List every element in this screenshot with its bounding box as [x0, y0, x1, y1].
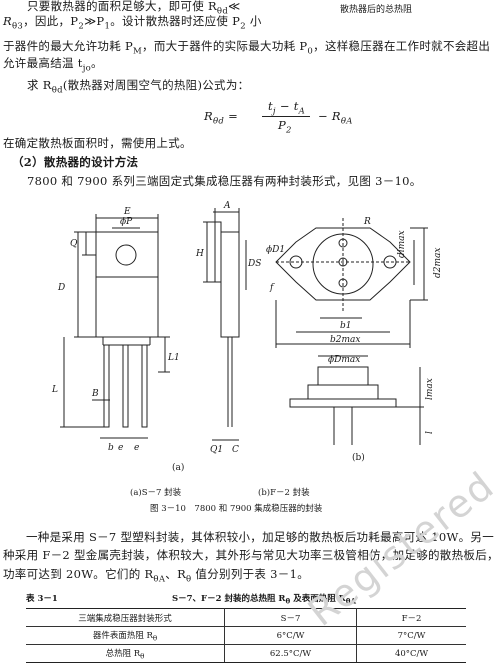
- dim-label: b: [108, 443, 114, 453]
- paragraph-line: 一种是采用 S－7 型塑料封装，其体积较小，加足够的散热板后功耗最高可达 10W…: [26, 530, 495, 544]
- dim-label: e: [118, 443, 123, 453]
- table-row: 总热阻 Rθ 62.5°C/W 40°C/W: [26, 644, 466, 663]
- can-side-mid: [307, 384, 379, 400]
- side-body: [220, 231, 240, 338]
- paragraph-line: 求 Rθd(散热器对周围空气的热阻)公式为：: [27, 78, 250, 96]
- heatsink-tab: [95, 231, 159, 278]
- dim-label: e: [134, 443, 139, 453]
- table-label: 表 3－1: [26, 594, 58, 604]
- dim-label: b2max: [330, 335, 360, 345]
- table-cell: S－7: [224, 608, 358, 627]
- paragraph-line: 功率可达到 20W。它们的 RθA、Rθ 值分别列于表 3－1。: [3, 567, 310, 585]
- figure-caption: 图 3－10 7800 和 7900 集成稳压器的封装: [150, 504, 323, 514]
- dim-label: R: [363, 217, 371, 227]
- dim-label: C: [232, 445, 239, 455]
- dim-label: l: [425, 431, 435, 434]
- dim-label: L1: [167, 353, 180, 363]
- mounting-hole: [115, 244, 137, 266]
- lead-1: [103, 344, 110, 428]
- lead-3: [141, 344, 148, 428]
- table-cell: 6°C/W: [224, 626, 358, 645]
- dim-label: L: [51, 385, 58, 395]
- table-cell: 40°C/W: [356, 644, 466, 663]
- section-title: （2）散热器的设计方法: [12, 155, 139, 169]
- paragraph-line: 种采用 F－2 型金属壳封装，体积较大，其外形与常见大功率三极管相仿，加足够的散…: [3, 548, 498, 562]
- dim-label: Q1: [210, 445, 223, 455]
- mounting-hole-right: [383, 255, 397, 269]
- flange-side: [289, 398, 397, 408]
- table-row: 三端集成稳压器封装形式 S－7 F－2: [26, 608, 466, 627]
- can-side-top: [317, 366, 369, 386]
- running-header: 散热器后的总热阻: [340, 5, 413, 15]
- lead-2: [122, 344, 129, 428]
- formula-numerator: tj − tA: [268, 99, 306, 117]
- paragraph-line: 7800 和 7900 系列三端固定式集成稳压器有两种封装形式，见图 3－10。: [27, 174, 422, 188]
- dim-label: ϕP: [120, 217, 133, 227]
- paragraph-line: Rθ3，因此，P2≫P1。设计散热器时还应使 P2 小: [3, 14, 262, 32]
- subfig-label: (b): [352, 452, 365, 463]
- subfig-label: (a): [172, 462, 184, 473]
- table-cell: 总热阻 Rθ: [26, 644, 225, 663]
- flange-outline: [275, 227, 411, 301]
- dim-label: f: [269, 283, 275, 293]
- subfigure-caption-a: (a)S－7 封装: [130, 488, 182, 498]
- dim-label: DS: [247, 259, 261, 269]
- table-cell: 62.5°C/W: [224, 644, 358, 663]
- table-title: S－7、F－2 封装的总热阻 Rθ 及表面热阻 RθA: [172, 594, 356, 606]
- formula-rhs: − RθA: [318, 109, 353, 127]
- table-cell: 7°C/W: [356, 626, 466, 645]
- thermal-resistance-table: 三端集成稳压器封装形式 S－7 F－2 器件表面热阻 Rθ 6°C/W 7°C/…: [26, 608, 466, 663]
- paragraph-line: 于器件的最大允许功耗 PM，而大于器件的实际最大功耗 P0，这样稳压器在工作时就…: [3, 39, 491, 57]
- dim-label: lmax: [425, 378, 435, 400]
- paragraph-line: 允许最高结温 tjo。: [3, 56, 103, 74]
- dim-label: ϕDmax: [328, 355, 360, 365]
- formula-lhs: Rθd =: [204, 109, 239, 127]
- paragraph-line: 只要散热器的面积足够大，即可使 Rθd≪: [27, 0, 241, 17]
- table-cell: 器件表面热阻 Rθ: [26, 626, 225, 645]
- dim-label: A: [223, 201, 231, 211]
- plastic-body: [95, 276, 159, 338]
- dim-label: Q: [70, 239, 78, 249]
- dim-label: B: [91, 389, 99, 399]
- dim-label: dimax: [397, 230, 407, 258]
- dim-label: d2max: [433, 248, 443, 278]
- paragraph-line: 在确定散热板面积时，需使用上式。: [3, 136, 192, 150]
- dim-label: ϕD1: [266, 245, 285, 255]
- dim-label: E: [123, 207, 131, 217]
- table-cell: F－2: [356, 608, 466, 627]
- subfigure-caption-b: (b)F－2 封装: [258, 488, 310, 498]
- side-tab: [214, 221, 222, 283]
- formula-denominator: P2: [278, 118, 292, 136]
- dim-label: b1: [340, 321, 352, 331]
- dim-label: D: [57, 283, 65, 293]
- dim-label: H: [195, 249, 204, 259]
- table-cell: 三端集成稳压器封装形式: [26, 608, 225, 627]
- fraction-bar: [262, 116, 310, 117]
- table-row: 器件表面热阻 Rθ 6°C/W 7°C/W: [26, 626, 466, 645]
